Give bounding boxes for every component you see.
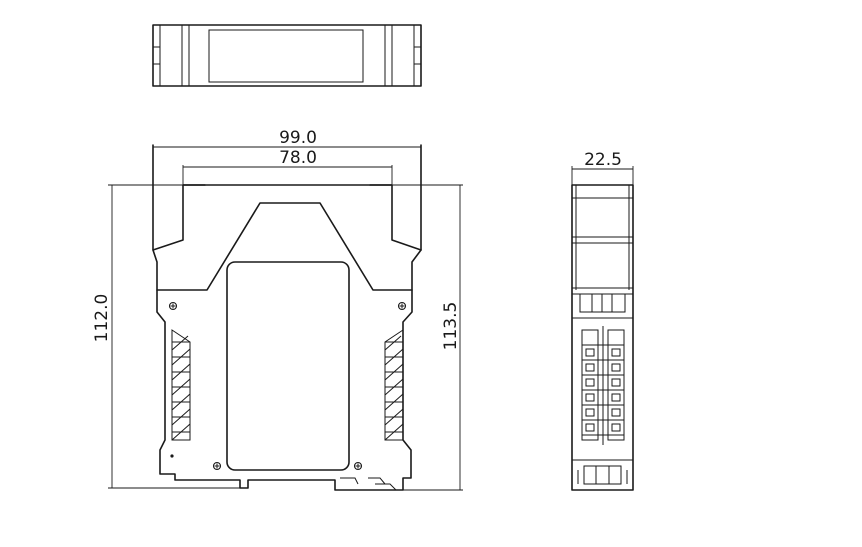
- housing-outline: [152, 144, 422, 491]
- dim-inner-width: 78.0: [279, 148, 317, 168]
- right-vent-slots: [384, 329, 404, 441]
- side-width-dimension: [571, 166, 634, 185]
- screw-icon: [168, 301, 178, 311]
- dim-overall-height: 112.0: [92, 294, 112, 343]
- screw-icon: [397, 301, 407, 311]
- screw-icon: [212, 461, 222, 471]
- dim-side-width: 22.5: [584, 150, 622, 170]
- top-view: [152, 24, 422, 87]
- dim-total-height: 113.5: [441, 302, 461, 351]
- dim-overall-width: 99.0: [279, 128, 317, 148]
- front-view: [152, 144, 422, 491]
- label-window: [226, 261, 350, 471]
- screw-icon: [353, 461, 363, 471]
- front-cover: [156, 202, 413, 291]
- dimension-lines: [108, 145, 463, 491]
- left-vent-slots: [171, 329, 191, 441]
- side-view: [571, 184, 634, 491]
